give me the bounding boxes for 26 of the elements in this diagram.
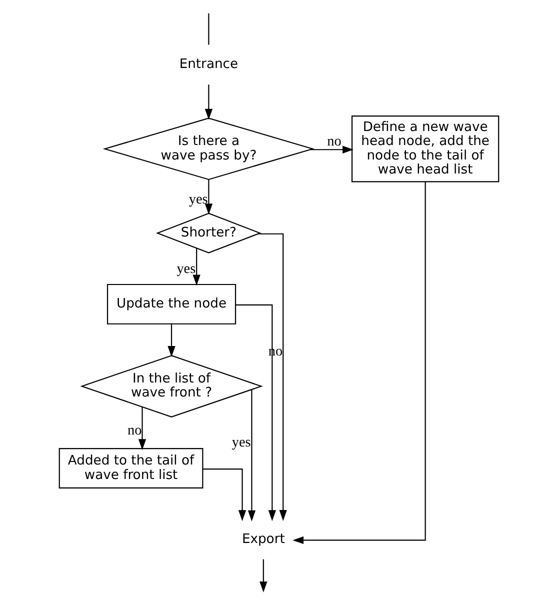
arrow bbox=[192, 248, 200, 286]
node-text: Export bbox=[241, 532, 284, 547]
arrow bbox=[247, 390, 256, 522]
edge-label: no bbox=[326, 134, 341, 150]
arrow bbox=[292, 182, 426, 544]
edge-label: no bbox=[126, 422, 142, 439]
node-box: Update the node bbox=[106, 284, 236, 324]
arrow bbox=[167, 324, 175, 358]
arrow bbox=[235, 304, 276, 522]
edge-label: yes bbox=[231, 434, 250, 451]
arrow bbox=[259, 559, 267, 592]
connector bbox=[208, 13, 209, 45]
node-diamond: In the list of wave front ? bbox=[80, 355, 262, 418]
edge-label: yes bbox=[188, 191, 208, 208]
node-text: Entrance bbox=[178, 56, 238, 72]
edge-label: yes bbox=[176, 261, 196, 278]
arrow bbox=[310, 146, 353, 154]
arrow bbox=[204, 180, 212, 215]
arrow bbox=[204, 84, 212, 120]
arrow bbox=[202, 468, 246, 522]
node-diamond: Shorter? bbox=[155, 212, 261, 254]
arrow bbox=[138, 406, 146, 450]
node-box: Define a new wave head node, add the node to the tail of wave head list bbox=[350, 115, 499, 182]
node-box: Added to the tail of wave front list bbox=[58, 448, 203, 489]
arrow bbox=[257, 233, 286, 522]
node-diamond: Is there a wave pass by? bbox=[102, 118, 314, 180]
